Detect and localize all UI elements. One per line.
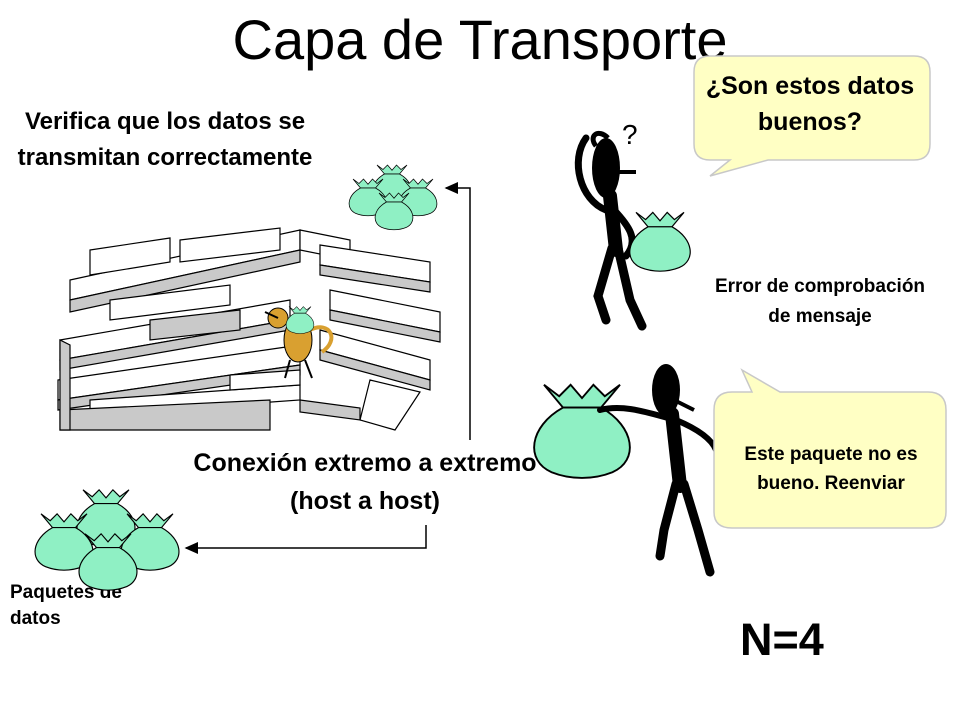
- stick-figure-icon: ?: [574, 119, 647, 331]
- n-value-label: N=4: [740, 614, 824, 665]
- connection-description: Conexión extremo a extremo (host a host): [193, 449, 537, 515]
- packet-bag-icon: [533, 383, 631, 479]
- speech-bubble-icon: [693, 55, 931, 177]
- verify-description: Verifica que los datos se transmitan cor…: [17, 108, 313, 171]
- bubble-bottom-text: Este paquete no es bueno. Reenviar: [744, 444, 918, 494]
- page-title: Capa de Transporte: [232, 8, 728, 71]
- maze-icon: [57, 227, 441, 431]
- arrow-icon: [444, 182, 471, 440]
- question-mark: ?: [622, 119, 638, 150]
- arrow-icon: [184, 525, 427, 554]
- speech-bubble-icon: [713, 368, 947, 529]
- packet-bag-icon: [348, 164, 438, 231]
- stick-figure-icon: [597, 364, 719, 577]
- bubble-top-text: ¿Son estos datos buenos?: [705, 72, 915, 136]
- error-check-label: Error de comprobación de mensaje: [714, 276, 926, 327]
- packet-bag-icon: [34, 489, 180, 591]
- packet-bag-icon: [629, 211, 691, 272]
- mouse-icon: [264, 306, 334, 379]
